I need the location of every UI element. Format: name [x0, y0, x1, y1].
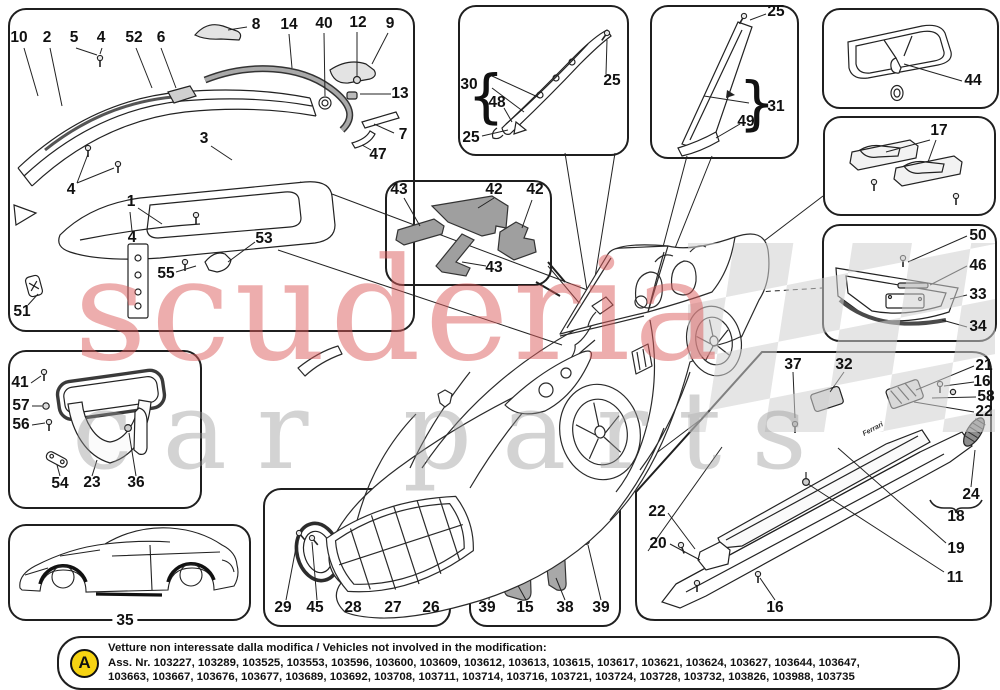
note-line-1: Vetture non interessate dalla modifica /… [108, 642, 547, 655]
soft-top-trims-drawing [13, 24, 400, 319]
callout-25: 25 [767, 3, 785, 20]
windshield-pillar-trim-drawing [481, 28, 612, 140]
callout-53: 53 [255, 230, 273, 247]
brace-glyph: } [738, 69, 776, 137]
callout-6: 6 [156, 29, 166, 46]
callout-57: 57 [12, 397, 30, 414]
callout-5: 5 [69, 29, 79, 46]
callout-13: 13 [391, 85, 409, 102]
callout-29: 29 [274, 599, 292, 616]
note-badge-a: A [70, 648, 99, 678]
callout-12: 12 [349, 14, 367, 31]
panel-tails [535, 261, 566, 297]
callout-48: 48 [488, 94, 506, 111]
panel-quarter-pillar-trim [650, 5, 799, 159]
callout-10: 10 [10, 29, 28, 46]
callout-39: 39 [478, 599, 496, 616]
callout-40: 40 [315, 15, 333, 32]
callout-4: 4 [96, 29, 106, 46]
callout-37: 37 [784, 356, 802, 373]
side-view-car-drawing [19, 527, 239, 597]
callout-25: 25 [462, 129, 480, 146]
callout-23: 23 [83, 474, 101, 491]
callout-35: 35 [112, 612, 138, 630]
callout-17: 17 [930, 122, 948, 139]
callout-43: 43 [390, 181, 408, 198]
callout-49: 49 [737, 113, 755, 130]
callout-33: 33 [969, 286, 987, 303]
callout-24: 24 [962, 486, 980, 503]
sill-cover-drawing: Ferrari [661, 365, 986, 609]
callout-9: 9 [385, 15, 395, 32]
panel-air-duct [8, 350, 202, 509]
callout-20: 20 [649, 535, 667, 552]
callout-3: 3 [199, 130, 209, 147]
callout-32: 32 [835, 356, 853, 373]
callout-44: 44 [964, 72, 982, 89]
callout-15: 15 [516, 599, 534, 616]
callout-46: 46 [969, 257, 987, 274]
callout-42: 42 [526, 181, 544, 198]
callout-1: 1 [126, 193, 136, 210]
brace-glyph: { [467, 62, 505, 130]
callout-4: 4 [127, 229, 137, 246]
callout-26: 26 [422, 599, 440, 616]
callout-22: 22 [648, 503, 666, 520]
panel-soft-top-compartment-trims [8, 8, 415, 332]
rear-finisher-drawing [835, 235, 968, 328]
air-duct-drawing [30, 368, 167, 477]
foam-pads-drawing [395, 195, 537, 277]
callout-50: 50 [969, 227, 987, 244]
callout-31: 31 [767, 98, 785, 115]
note-text: Vetture non interessate dalla modifica /… [108, 641, 860, 685]
callout-7: 7 [398, 126, 408, 143]
callout-18: 18 [947, 508, 965, 525]
callout-42: 42 [485, 181, 503, 198]
roof-console-drawing [847, 24, 963, 102]
callout-11: 11 [946, 569, 964, 586]
callout-27: 27 [384, 599, 402, 616]
panel-foam-pads [385, 180, 552, 286]
plate-lights-drawing [849, 139, 963, 206]
note-line-2: Ass. Nr. 103227, 103289, 103525, 103553,… [108, 656, 860, 669]
callout-55: 55 [157, 265, 175, 282]
callout-56: 56 [12, 416, 30, 433]
callout-38: 38 [556, 599, 574, 616]
sill-plate-logo: Ferrari [862, 421, 886, 438]
callout-54: 54 [51, 475, 69, 492]
callout-2: 2 [42, 29, 52, 46]
callout-36: 36 [127, 474, 145, 491]
callout-8: 8 [251, 16, 261, 33]
callout-34: 34 [969, 318, 987, 335]
callout-41: 41 [11, 374, 29, 391]
callout-52: 52 [125, 29, 143, 46]
callout-22: 22 [975, 403, 993, 420]
callout-28: 28 [344, 599, 362, 616]
panel-windshield-pillar-trim [458, 5, 629, 156]
callout-45: 45 [306, 599, 324, 616]
callout-19: 19 [947, 540, 965, 557]
callout-14: 14 [280, 16, 298, 33]
panel-plate-lights [823, 116, 996, 216]
callout-4: 4 [66, 181, 76, 198]
panel-roof-console [822, 8, 999, 109]
callout-39: 39 [592, 599, 610, 616]
modification-note: A Vetture non interessate dalla modifica… [57, 636, 960, 690]
note-line-3: 103663, 103667, 103676, 103677, 103689, … [108, 671, 855, 684]
callout-43: 43 [485, 259, 503, 276]
callout-47: 47 [369, 146, 387, 163]
quarter-pillar-trim-drawing [677, 11, 767, 157]
callout-30: 30 [460, 76, 478, 93]
callout-51: 51 [13, 303, 31, 320]
callout-16: 16 [766, 599, 784, 616]
callout-25: 25 [603, 72, 621, 89]
